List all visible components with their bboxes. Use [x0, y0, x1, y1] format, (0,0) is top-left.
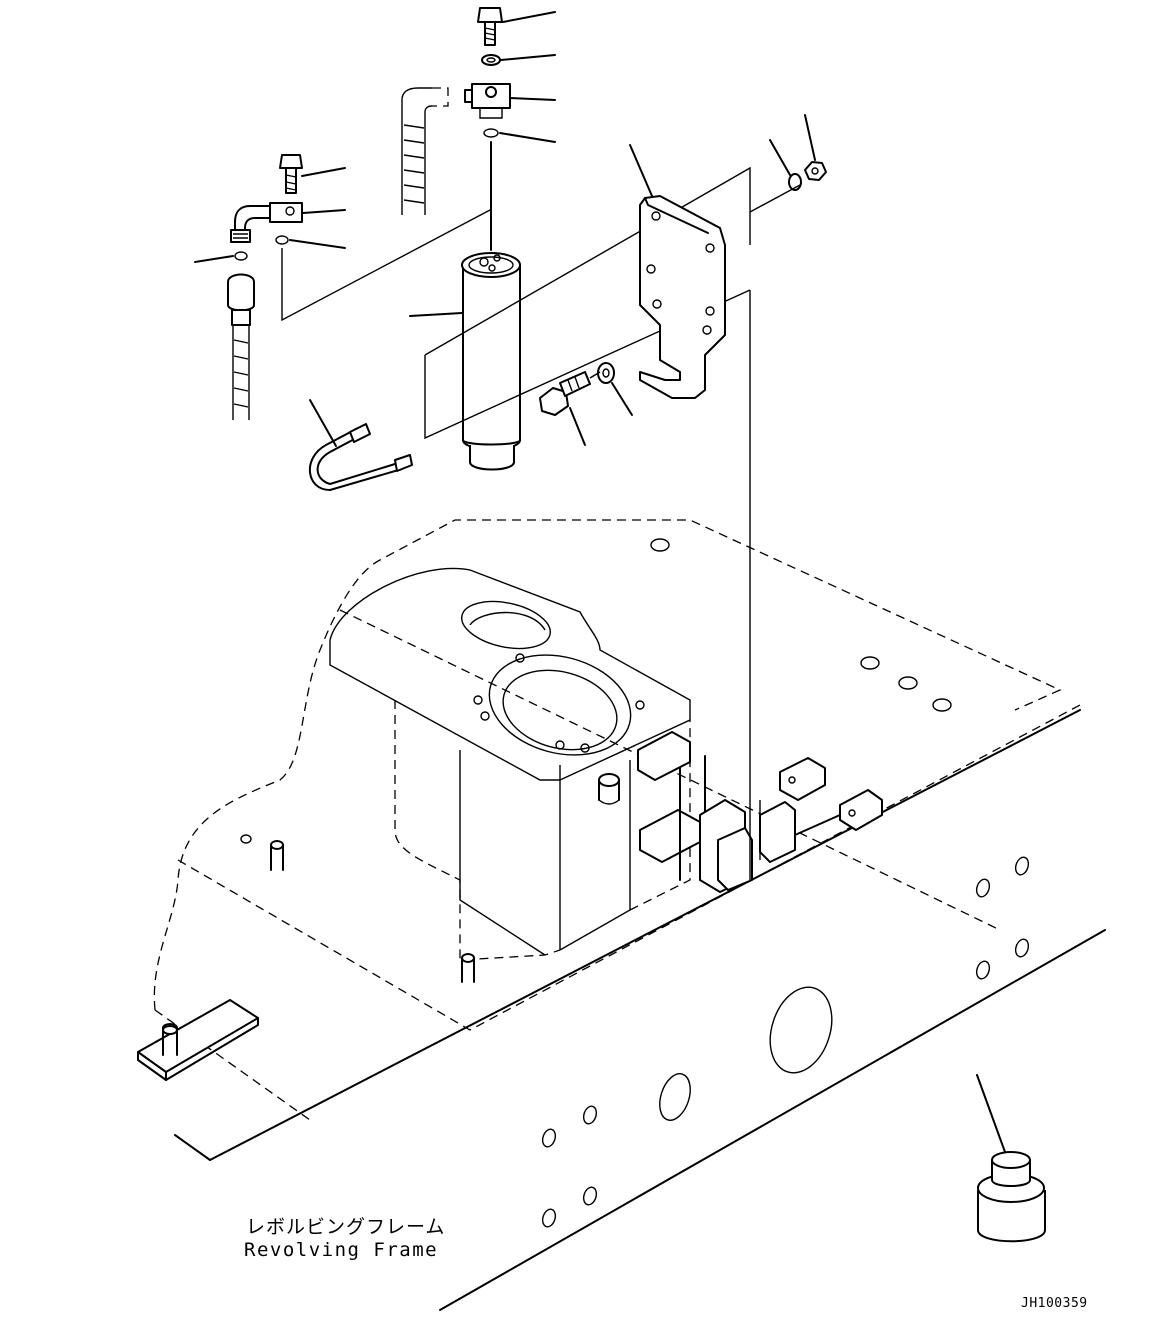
left-oring-left [194, 251, 248, 263]
left-oring-right [275, 235, 346, 249]
left-hose [227, 273, 255, 420]
cap-part [976, 1074, 1046, 1243]
bracket-bolt [539, 371, 591, 446]
drawing-code: JH100359 [1021, 1296, 1088, 1311]
boss-2 [270, 840, 284, 871]
left-elbow-fitting [230, 202, 346, 243]
revolving-frame [137, 519, 1106, 1311]
accumulator-cylinder [409, 141, 521, 471]
boss-1 [598, 773, 620, 805]
banjo-fitting [464, 83, 556, 119]
frame-label-english: Revolving Frame [244, 1239, 439, 1261]
frame-label-japanese: レボルビングフレーム [246, 1216, 446, 1238]
bracket-nut-right [804, 114, 827, 181]
top-washer [481, 54, 556, 66]
hose-upper [401, 87, 449, 215]
left-bolt [279, 154, 346, 194]
bracket-washer-left [597, 362, 633, 416]
top-bolt [477, 7, 556, 46]
bracket-washer-right [769, 139, 802, 191]
frame-bracket-cluster [637, 731, 883, 893]
top-oring [483, 128, 556, 143]
boss-3 [461, 953, 475, 983]
u-bolt [309, 399, 413, 491]
mounting-bracket [629, 144, 726, 399]
